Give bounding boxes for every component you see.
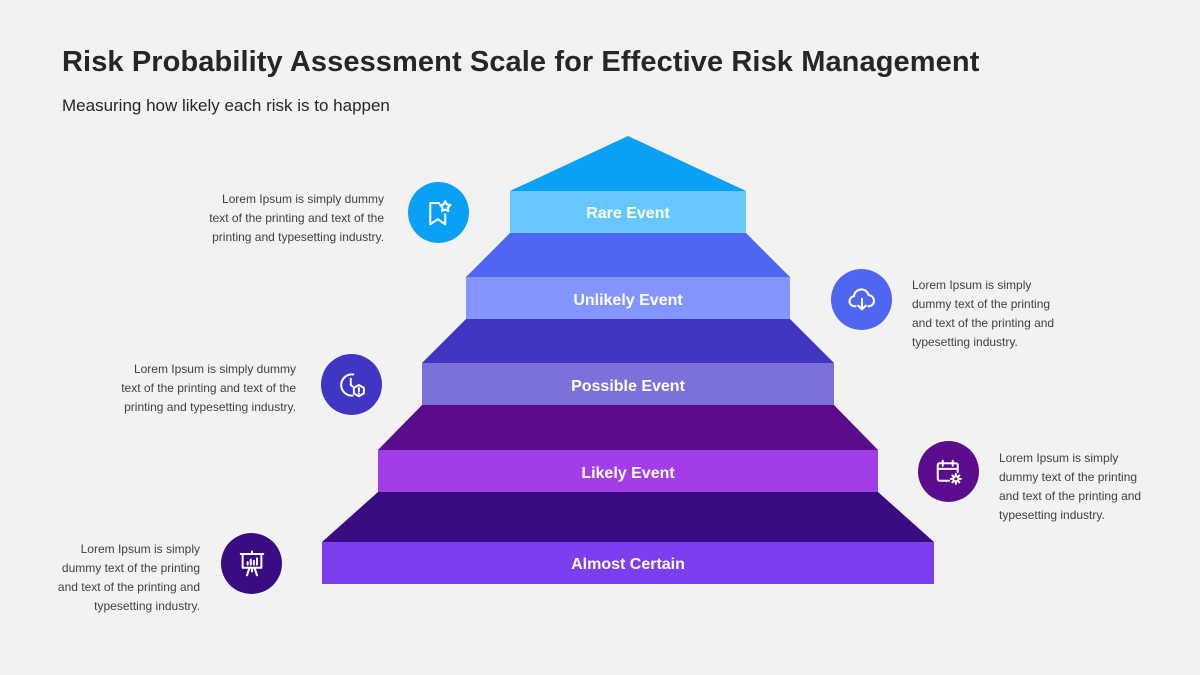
level-possible-icon-badge <box>321 354 382 415</box>
level-likely-face <box>378 450 878 492</box>
page-title: Risk Probability Assessment Scale for Ef… <box>62 46 980 78</box>
clock-alert-icon <box>339 372 365 397</box>
level-rare-face <box>510 191 746 233</box>
level-unlikely-top <box>466 233 790 277</box>
level-possible-label: Possible Event <box>571 378 685 395</box>
level-almost-certain-icon-badge <box>221 533 282 594</box>
calendar-gear-icon <box>936 459 962 485</box>
level-almost-certain-face <box>322 542 934 584</box>
level-rare-icon-badge <box>408 182 469 243</box>
level-likely-top <box>378 405 878 450</box>
level-unlikely-label: Unlikely Event <box>573 292 683 309</box>
level-possible-face <box>422 363 834 405</box>
bookmark-star-icon <box>428 199 451 225</box>
level-possible-description: Lorem Ipsum is simply dummy text of the … <box>121 362 296 414</box>
level-unlikely-description: Lorem Ipsum is simply dummy text of the … <box>912 278 1055 349</box>
page-subtitle: Measuring how likely each risk is to hap… <box>62 96 390 115</box>
level-rare-label: Rare Event <box>586 205 670 222</box>
level-almost-certain-description: Lorem Ipsum is simply dummy text of the … <box>57 542 200 613</box>
level-unlikely-face <box>466 277 790 319</box>
level-likely-description: Lorem Ipsum is simply dummy text of the … <box>999 451 1142 522</box>
level-likely-label: Likely Event <box>581 465 675 482</box>
pyramid-apex <box>510 136 746 191</box>
level-almost-certain-top <box>322 492 934 542</box>
level-almost-certain-label: Almost Certain <box>571 556 685 573</box>
presentation-board-icon <box>239 550 264 576</box>
level-likely-icon-badge <box>918 441 979 502</box>
level-unlikely-icon-badge <box>831 269 892 330</box>
level-possible-top <box>422 319 834 363</box>
cloud-download-icon <box>848 287 875 310</box>
level-rare-description: Lorem Ipsum is simply dummy text of the … <box>209 192 384 244</box>
